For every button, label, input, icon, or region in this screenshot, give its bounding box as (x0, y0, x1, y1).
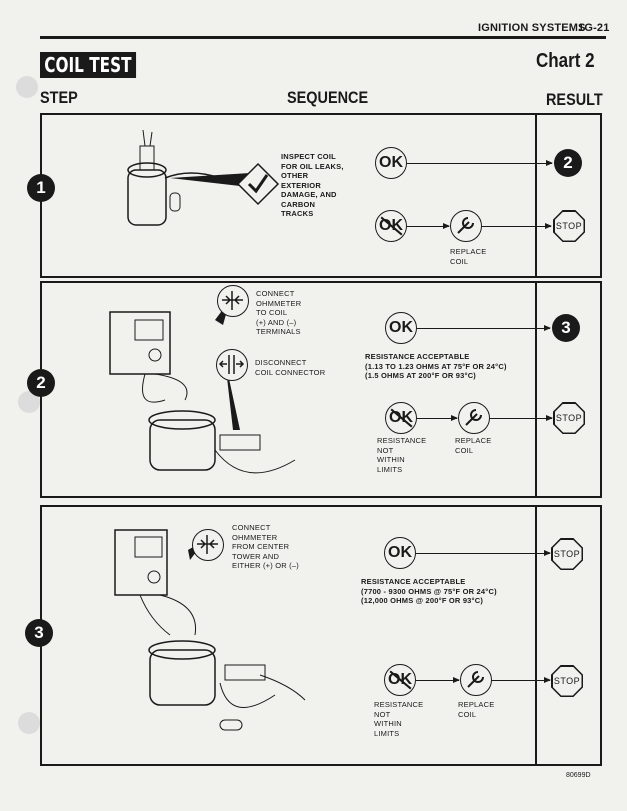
stop-sign-icon: STOP (551, 665, 583, 697)
column-sequence: SEQUENCE (287, 88, 369, 107)
flow-arrow (417, 325, 551, 331)
step-instruction: CONNECT OHMMETER TO COIL (+) AND (–) TER… (256, 289, 302, 336)
ohmmeter-connect-icon (217, 285, 249, 317)
flow-arrow (490, 415, 553, 421)
punch-hole (18, 712, 40, 734)
wrench-icon (450, 210, 482, 242)
disconnect-icon (216, 349, 248, 381)
section-title: IGNITION SYSTEMS (478, 22, 586, 34)
ohmmeter-connect-icon (192, 529, 224, 561)
figure-code: 80699D (566, 772, 591, 779)
step-number-badge: 1 (27, 174, 55, 202)
ok-icon: OK (385, 312, 417, 344)
step-instruction: INSPECT COIL FOR OIL LEAKS, OTHER EXTERI… (281, 152, 344, 218)
flow-arrow (416, 550, 551, 556)
step-number-badge: 2 (27, 369, 55, 397)
not-ok-condition-text: RESISTANCE NOT WITHIN LIMITS (377, 436, 427, 474)
stop-sign-icon: STOP (553, 402, 585, 434)
result-divider (535, 505, 537, 766)
stop-label: STOP (554, 211, 584, 241)
ok-condition-text: RESISTANCE ACCEPTABLE (7700 - 9300 OHMS … (361, 577, 497, 605)
not-ok-icon: OK (375, 210, 407, 242)
header-rule (40, 36, 606, 39)
inspect-check-icon (236, 162, 280, 206)
page-title: COIL TEST (40, 52, 136, 78)
flow-arrow (417, 415, 458, 421)
stop-label: STOP (552, 666, 582, 696)
wrench-icon (458, 402, 490, 434)
not-ok-icon: OK (385, 402, 417, 434)
flow-arrow (482, 223, 552, 229)
chart-label: Chart 2 (536, 50, 595, 72)
column-step: STEP (40, 88, 78, 107)
step-instruction-secondary: DISCONNECT COIL CONNECTOR (255, 358, 326, 377)
column-result: RESULT (546, 90, 603, 109)
ohmmeter-coil-illustration (109, 300, 296, 474)
flow-arrow (407, 160, 553, 166)
stop-label: STOP (552, 539, 582, 569)
stop-sign-icon: STOP (551, 538, 583, 570)
flow-arrow (407, 223, 450, 229)
step-instruction: CONNECT OHMMETER FROM CENTER TOWER AND E… (232, 523, 299, 570)
go-to-step-badge: 2 (554, 149, 582, 177)
ok-icon: OK (384, 537, 416, 569)
stop-label: STOP (554, 403, 584, 433)
stop-sign-icon: STOP (553, 210, 585, 242)
step-number-badge: 3 (25, 619, 53, 647)
coil-illustration (127, 129, 250, 226)
not-ok-condition-text: RESISTANCE NOT WITHIN LIMITS (374, 700, 424, 738)
not-ok-icon: OK (384, 664, 416, 696)
flow-arrow (492, 677, 551, 683)
result-divider (535, 281, 537, 498)
ok-condition-text: RESISTANCE ACCEPTABLE (1.13 TO 1.23 OHMS… (365, 352, 507, 380)
flow-arrow (416, 677, 460, 683)
punch-hole (18, 391, 40, 413)
action-label: REPLACE COIL (458, 700, 495, 719)
action-label: REPLACE COIL (455, 436, 492, 455)
page-number: 1G-21 (578, 22, 610, 34)
wrench-icon (460, 664, 492, 696)
ok-icon: OK (375, 147, 407, 179)
result-divider (535, 113, 537, 278)
action-label: REPLACE COIL (450, 247, 487, 266)
go-to-step-badge: 3 (552, 314, 580, 342)
punch-hole (16, 76, 38, 98)
